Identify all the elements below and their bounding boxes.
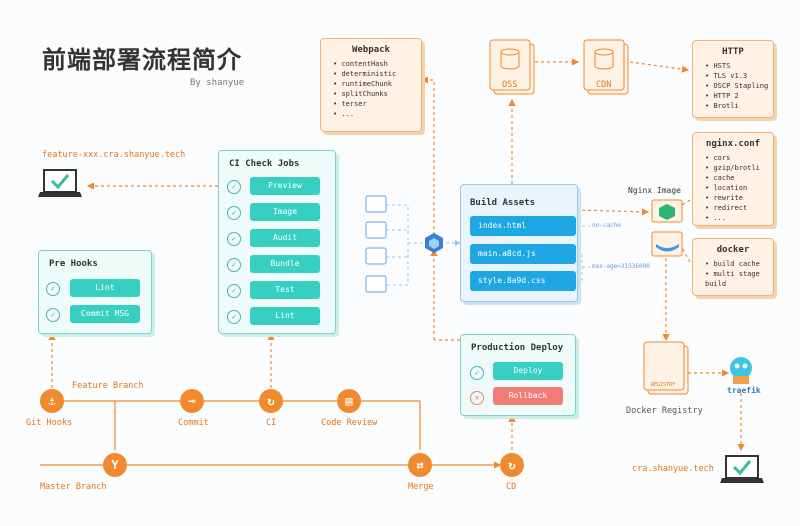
webpack-item: runtimeChunk [333, 79, 421, 89]
job-audit[interactable]: Audit [250, 229, 320, 247]
job-lint[interactable]: Lint [250, 307, 320, 325]
no-cache-label: no-cache [592, 222, 621, 229]
laptop-icon-feature [38, 169, 82, 197]
traefik-label: traefik [727, 386, 761, 395]
docker-note: docker build cache multi stage build [692, 238, 774, 296]
docker-title: docker [716, 245, 750, 255]
merge-label: Merge [408, 482, 434, 492]
rollback-button[interactable]: Rollback [493, 387, 563, 405]
commit-label: Commit [178, 418, 209, 428]
webpack-item: ... [333, 109, 421, 119]
branch-icon[interactable]: Y [103, 453, 127, 477]
nginx-conf-note: nginx.conf cors gzip/brotli cache locati… [692, 132, 774, 226]
page-title: 前端部署流程简介 [42, 46, 242, 74]
registry-label: Docker Registry [626, 406, 703, 416]
laptop-icon-prod [720, 455, 764, 483]
file-style-css[interactable]: style.8a9d.css [470, 271, 576, 291]
check-icon: ✓ [227, 284, 241, 298]
ci-label: CI [266, 418, 277, 428]
git-hooks-label: Git Hooks [26, 418, 73, 428]
check-icon: ✓ [227, 206, 241, 220]
ci-sync-icon[interactable]: ↻ [259, 389, 283, 413]
cd-label: CD [506, 482, 517, 492]
http-item: HTTP 2 [705, 91, 773, 101]
nginx-conf-item: cors [705, 153, 773, 163]
job-image[interactable]: Image [250, 203, 320, 221]
job-test[interactable]: Test [250, 281, 320, 299]
http-item: OSCP Stapling [705, 81, 773, 91]
job-bundle[interactable]: Bundle [250, 255, 320, 273]
http-item: Brotli [705, 101, 773, 111]
prod-url[interactable]: cra.shanyue.tech [632, 464, 714, 474]
webpack-item: splitChunks [333, 89, 421, 99]
merge-icon[interactable]: ⇄ [408, 453, 432, 477]
feature-branch-line [52, 400, 421, 450]
check-icon: ✓ [227, 258, 241, 272]
master-branch-label: Master Branch [40, 482, 107, 492]
webpack-note: Webpack contentHash deterministic runtim… [320, 38, 422, 132]
check-icon: ✓ [227, 180, 241, 194]
hook-commit-msg[interactable]: Commit MSG [70, 305, 140, 323]
feature-url[interactable]: feature-xxx.cra.shanyue.tech [42, 150, 186, 160]
webpack-item: contentHash [333, 59, 421, 69]
nginx-conf-item: redirect [705, 203, 773, 213]
ci-check-title: CI Check Jobs [229, 159, 300, 169]
max-age-label: max-age=31536000 [592, 263, 650, 270]
job-preview[interactable]: Preview [250, 177, 320, 195]
prod-deploy-title: Production Deploy [471, 343, 564, 353]
code-review-label: Code Review [321, 418, 378, 428]
clipboard-icon[interactable]: ▤ [337, 389, 361, 413]
http-title: HTTP [722, 47, 744, 57]
nginx-image-label: Nginx Image [628, 186, 681, 195]
commit-icon[interactable]: ⊸ [180, 389, 204, 413]
webpack-title: Webpack [352, 45, 390, 55]
deploy-button[interactable]: Deploy [493, 362, 563, 380]
build-assets-title: Build Assets [470, 198, 536, 208]
registry-badge: REGISTRY [651, 382, 676, 388]
check-icon: ✓ [46, 308, 60, 322]
oss-label: OSS [502, 80, 518, 90]
cdn-label: CDN [596, 80, 612, 90]
anchor-icon[interactable]: ⚓ [40, 389, 64, 413]
nginx-conf-item: location [705, 183, 773, 193]
http-item: HSTS [705, 61, 773, 71]
cd-sync-icon[interactable]: ↻ [500, 453, 524, 477]
hook-lint[interactable]: Lint [70, 279, 140, 297]
check-icon: ✓ [46, 282, 60, 296]
pre-hooks-title: Pre Hooks [49, 259, 98, 269]
nginx-conf-title: nginx.conf [705, 139, 761, 149]
docker-item: multi stage build [705, 269, 773, 289]
http-item: TLS v1.3 [705, 71, 773, 81]
cross-icon: ✕ [470, 391, 484, 405]
http-note: HTTP HSTS TLS v1.3 OSCP Stapling HTTP 2 … [692, 40, 774, 118]
page-subtitle: By shanyue [190, 78, 245, 88]
file-main-js[interactable]: main.a8cd.js [470, 244, 576, 264]
feature-branch-label: Feature Branch [72, 381, 144, 391]
webpack-item: terser [333, 99, 421, 109]
check-icon: ✓ [227, 232, 241, 246]
nginx-conf-item: cache [705, 173, 773, 183]
check-icon: ✓ [227, 310, 241, 324]
check-icon: ✓ [470, 366, 484, 380]
nginx-conf-item: gzip/brotli [705, 163, 773, 173]
nginx-conf-item: ... [705, 213, 773, 223]
file-index-html[interactable]: index.html [470, 216, 576, 236]
webpack-item: deterministic [333, 69, 421, 79]
nginx-conf-item: rewrite [705, 193, 773, 203]
docker-item: build cache [705, 259, 773, 269]
